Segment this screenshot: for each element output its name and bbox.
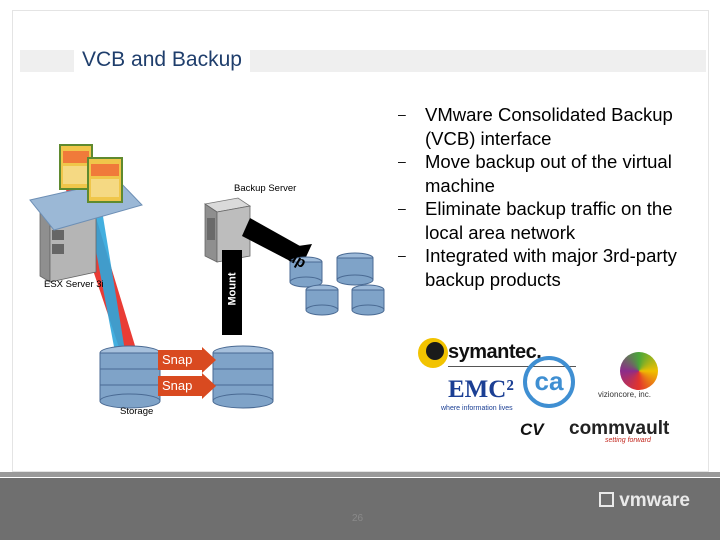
mount-arrow <box>222 250 242 335</box>
vizioncore-logo-icon <box>620 352 658 390</box>
symantec-rule <box>448 366 576 367</box>
bullet-item: –Integrated with major 3rd-party backup … <box>398 245 677 290</box>
bullet-item: –Eliminate backup traffic on the local a… <box>398 198 673 243</box>
commvault-mark-icon: CV <box>520 420 544 439</box>
vmware-logo-icon <box>599 492 615 507</box>
backup-server-icon <box>203 197 252 263</box>
vmware-logo: vmware <box>599 490 690 512</box>
slide-title: VCB and Backup <box>82 48 242 71</box>
symantec-logo: symantec. <box>448 341 542 363</box>
symantec-logo-icon <box>418 338 448 368</box>
footer-bar <box>0 478 720 540</box>
emc-tagline: where information lives <box>441 405 513 412</box>
ca-logo: ca <box>523 356 575 408</box>
bullet-item: –VMware Consolidated Backup (VCB) interf… <box>398 104 673 149</box>
vm-icon-2 <box>87 157 123 203</box>
snap-label: Snap <box>162 378 193 393</box>
vizioncore-logo: vizioncore, inc. <box>598 390 651 399</box>
backup-server-label: Backup Server <box>234 183 297 194</box>
mount-label: Mount <box>226 272 239 306</box>
backup-arrow <box>242 218 300 262</box>
emc-logo: EMC² <box>448 376 514 403</box>
snap-label: Snap <box>162 352 193 367</box>
bullet-list: –VMware Consolidated Backup (VCB) interf… <box>398 103 703 291</box>
snap-arrow-1: Snap <box>158 347 216 373</box>
commvault-logo: commvault <box>569 418 670 439</box>
footer-divider <box>0 472 720 477</box>
page-number: 26 <box>352 513 364 524</box>
bullet-item: –Move backup out of the virtual machine <box>398 151 672 196</box>
commvault-tagline: setting forward <box>605 437 651 444</box>
esx-server-label: ESX Server 3i <box>44 279 104 290</box>
storage-disk-snapshot <box>212 345 274 409</box>
title-tab: VCB and Backup <box>74 44 250 74</box>
snap-arrow-2: Snap <box>158 373 216 399</box>
storage-disk-source <box>99 345 161 409</box>
storage-label: Storage <box>120 406 154 417</box>
backup-media-icon <box>289 252 385 316</box>
